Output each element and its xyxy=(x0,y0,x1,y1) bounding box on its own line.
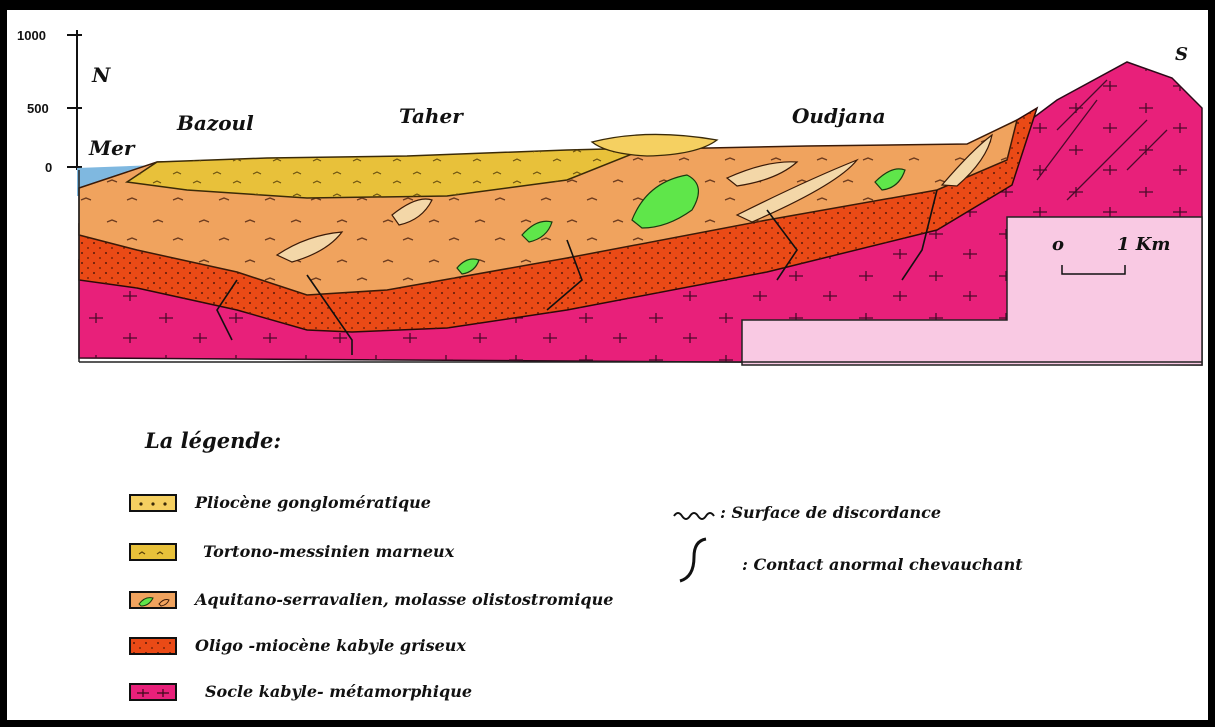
legend-label-oligo: Oligo -miocène kabyle griseux xyxy=(195,636,466,655)
legend-swatch-aquitano xyxy=(129,591,177,609)
tick-label-500: 500 xyxy=(27,101,49,116)
scale-zero: o xyxy=(1052,234,1064,255)
legend-label-socle: Socle kabyle- métamorphique xyxy=(205,682,472,701)
tick-label-1000: 1000 xyxy=(17,28,46,43)
south-label: S xyxy=(1175,44,1188,65)
legend-label-aquitano: Aquitano-serravalien, molasse olistostro… xyxy=(195,590,613,609)
place-label-taher: Taher xyxy=(399,104,464,128)
legend-swatch-tortono xyxy=(129,543,177,561)
legend-label-tortono: Tortono-messinien marneux xyxy=(203,542,454,561)
legend-swatch-socle xyxy=(129,683,177,701)
place-label-bazoul: Bazoul xyxy=(176,111,254,135)
wavy-line-icon xyxy=(672,507,716,521)
geologic-cross-section: 1000 500 0 o 1 Km N S Mer Bazoul Tah xyxy=(7,10,1208,720)
figure-frame: 1000 500 0 o 1 Km N S Mer Bazoul Tah xyxy=(7,10,1208,720)
legend-title: La légende: xyxy=(145,428,281,453)
legend-label-pliocene: Pliocène gonglomératique xyxy=(195,493,431,512)
tick-label-0: 0 xyxy=(45,160,52,175)
legend-symbol-label-discordance: : Surface de discordance xyxy=(720,503,941,522)
legend-swatch-oligo xyxy=(129,637,177,655)
place-label-oudjana: Oudjana xyxy=(792,104,886,128)
legend-swatch-pliocene xyxy=(129,494,177,512)
sea-label: Mer xyxy=(88,136,136,160)
north-label: N xyxy=(91,63,111,87)
scale-one: 1 Km xyxy=(1117,234,1170,255)
thrust-curve-icon xyxy=(672,535,712,587)
legend-symbol-label-contact: : Contact anormal chevauchant xyxy=(742,555,1023,574)
